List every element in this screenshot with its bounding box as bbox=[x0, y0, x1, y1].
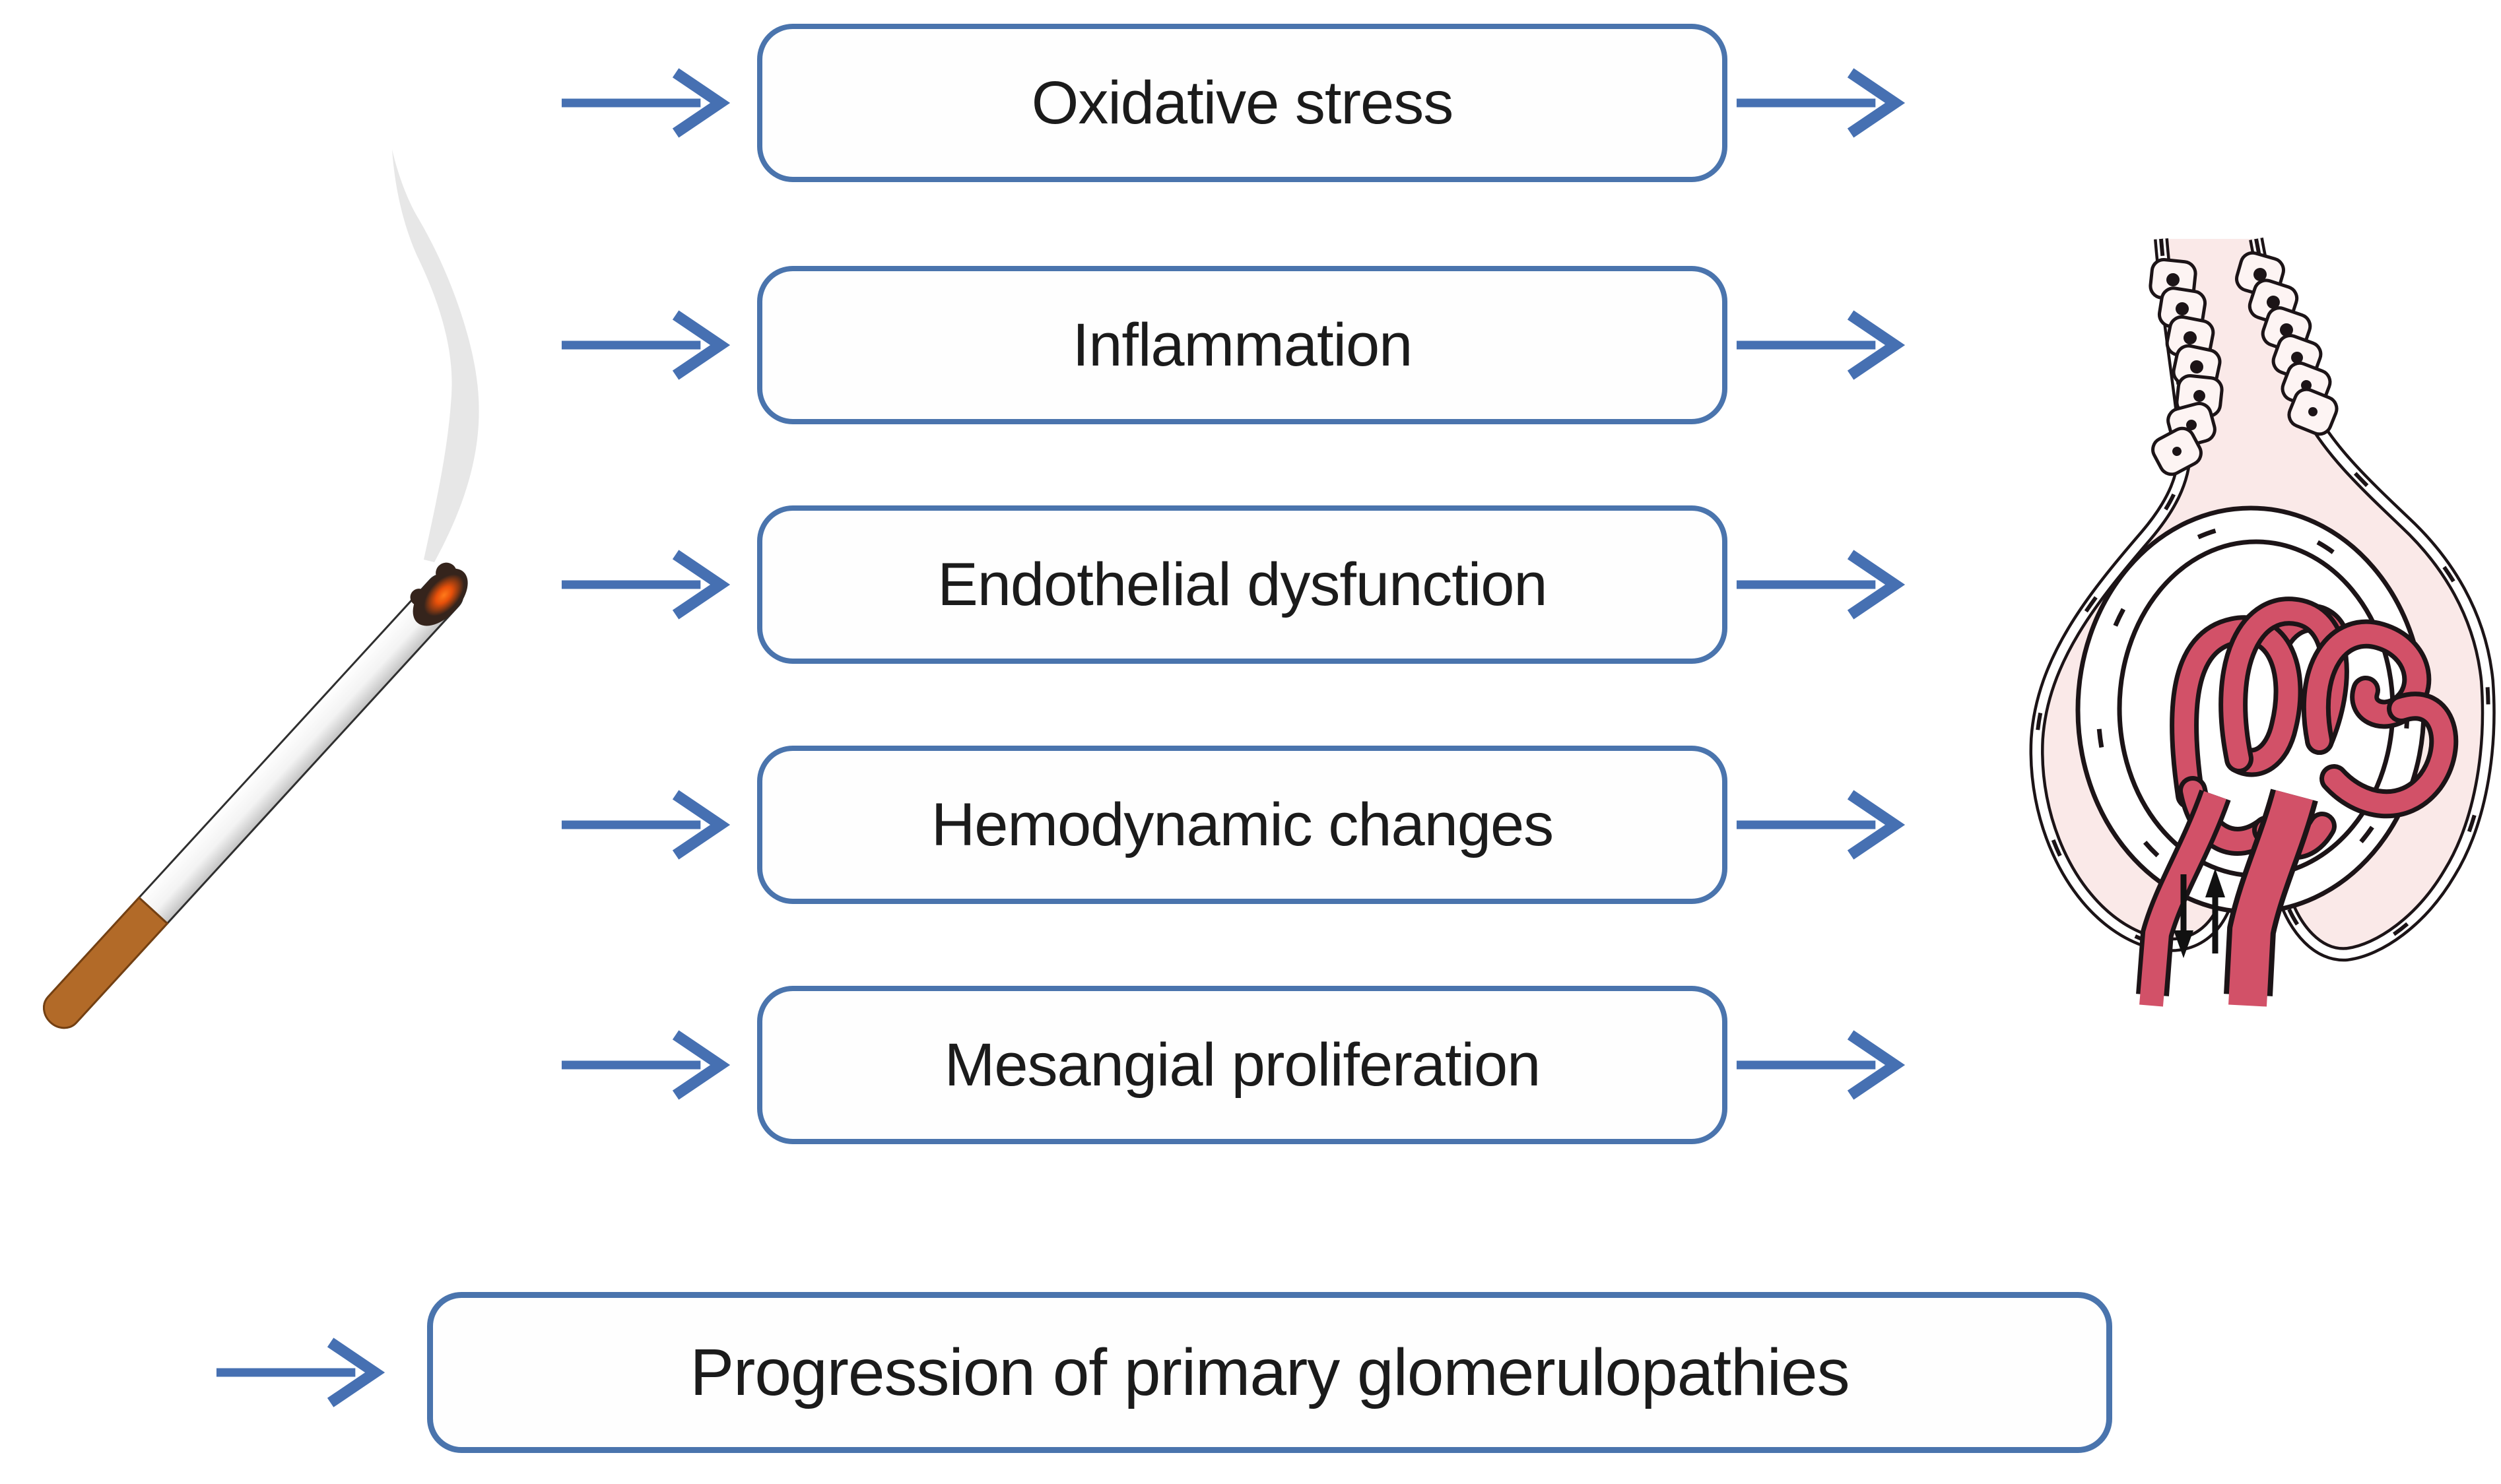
smoke-wisp bbox=[392, 149, 479, 562]
cause-label: Hemodynamic changes bbox=[931, 790, 1554, 858]
cause-label: Endothelial dysfunction bbox=[937, 550, 1547, 618]
cause-box-endothelial-dysfunction: Endothelial dysfunction bbox=[757, 505, 1727, 664]
arrow-in-5 bbox=[561, 1030, 731, 1100]
cigarette-illustration bbox=[43, 149, 479, 1029]
cause-box-inflammation: Inflammation bbox=[757, 266, 1727, 424]
arrow-out-1 bbox=[1736, 68, 1906, 138]
arrow-in-1 bbox=[561, 68, 731, 138]
arrow-out-4 bbox=[1736, 790, 1906, 860]
tubule-cells bbox=[2149, 251, 2339, 476]
arrow-in-4 bbox=[561, 790, 731, 860]
flow-direction-arrows bbox=[2174, 868, 2225, 958]
arrow-out-5 bbox=[1736, 1030, 1906, 1100]
arterioles bbox=[2136, 789, 2318, 1007]
arrow-out-3 bbox=[1736, 550, 1906, 620]
arrow-in-2 bbox=[561, 310, 731, 380]
outcome-label: Progression of primary glomerulopathies bbox=[690, 1335, 1850, 1409]
arrow-in-3 bbox=[561, 550, 731, 620]
cigarette-filter bbox=[43, 896, 169, 1029]
cause-box-hemodynamic-changes: Hemodynamic changes bbox=[757, 746, 1727, 904]
cause-label: Inflammation bbox=[1072, 311, 1413, 379]
cause-box-mesangial-proliferation: Mesangial proliferation bbox=[757, 986, 1727, 1144]
arrow-out-2 bbox=[1736, 310, 1906, 380]
capillary-tuft bbox=[2170, 597, 2459, 860]
cause-label: Oxidative stress bbox=[1031, 69, 1453, 137]
outcome-box-progression: Progression of primary glomerulopathies bbox=[427, 1292, 2112, 1453]
arrow-in-outcome bbox=[216, 1338, 385, 1407]
cigarette-stick bbox=[43, 562, 468, 1029]
ember bbox=[410, 562, 468, 626]
cause-box-oxidative-stress: Oxidative stress bbox=[757, 24, 1727, 182]
cause-label: Mesangial proliferation bbox=[944, 1031, 1541, 1099]
glomerulus-illustration bbox=[2029, 238, 2496, 1007]
